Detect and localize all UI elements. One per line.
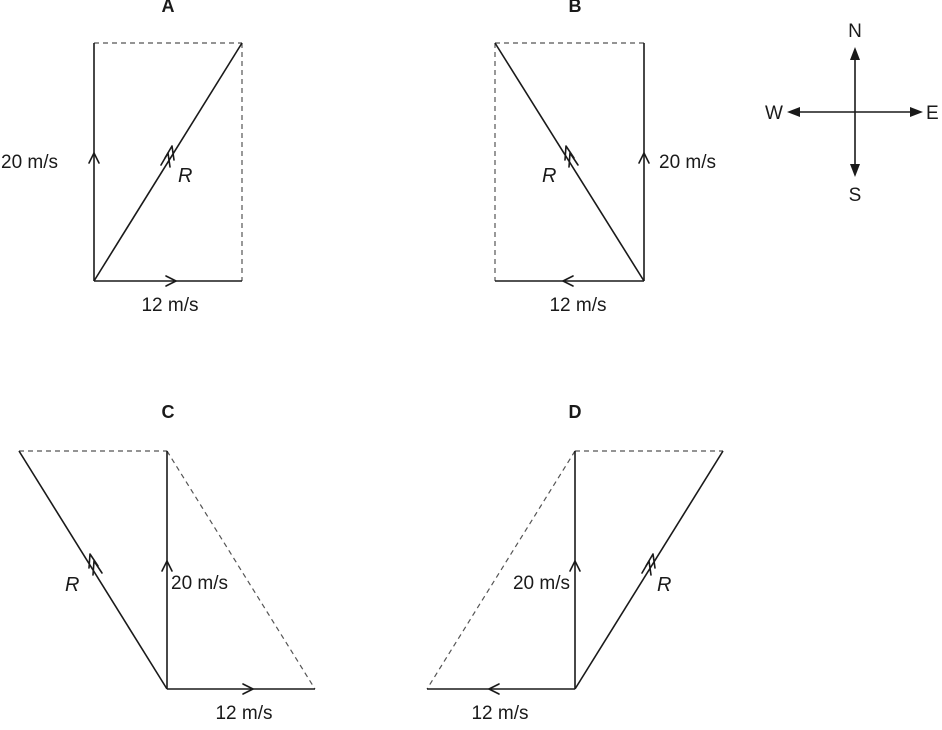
east-arrow-icon (910, 107, 923, 117)
south-arrow-icon (850, 164, 860, 177)
panel-a-resultant-label: R (178, 165, 192, 187)
panel-c-resultant-label: R (65, 574, 79, 596)
compass: N S E W (765, 21, 939, 206)
panel-b-horizontal-speed: 12 m/s (549, 295, 606, 316)
compass-east-label: E (926, 103, 939, 124)
panel-d-dashed-diagonal (426, 450, 576, 690)
panel-b-west-arrowhead (562, 275, 574, 287)
panel-c-north-arrowhead (161, 560, 173, 572)
panel-d-west-arrowhead (488, 683, 500, 695)
panel-b-label: B (569, 0, 582, 16)
panel-b: B 20 m/s 12 m/s R (494, 0, 716, 316)
panel-b-resultant-label: R (542, 165, 556, 187)
panel-d-label: D (569, 402, 582, 422)
compass-west-label: W (765, 103, 783, 124)
panel-c-dashed-diagonal (166, 450, 316, 690)
panel-c-label: C (162, 402, 175, 422)
compass-north-label: N (848, 21, 862, 42)
panel-a: A 20 m/s 12 m/s R (1, 0, 243, 316)
panel-d: D 20 m/s 12 m/s R (426, 402, 724, 724)
panel-d-north-arrowhead (569, 560, 581, 572)
panel-b-north-arrowhead (638, 152, 650, 164)
panel-c-resultant-arrowhead-2 (88, 553, 99, 569)
panel-d-resultant-vector (574, 450, 724, 690)
panel-a-label: A (162, 0, 175, 16)
panel-c-horizontal-speed: 12 m/s (215, 703, 272, 724)
compass-south-label: S (849, 185, 862, 206)
panel-b-resultant-arrowhead-2 (564, 145, 575, 161)
panel-a-north-arrowhead (88, 152, 100, 164)
west-arrow-icon (787, 107, 800, 117)
panel-d-resultant-label: R (657, 574, 671, 596)
panel-c: C 20 m/s 12 m/s R (18, 402, 316, 724)
panel-b-resultant-arrowhead-1 (568, 152, 579, 168)
panel-b-vertical-speed: 20 m/s (659, 152, 716, 173)
panel-d-horizontal-speed: 12 m/s (471, 703, 528, 724)
panel-a-east-arrowhead (165, 275, 177, 287)
panel-c-vertical-speed: 20 m/s (171, 573, 228, 594)
panel-a-vertical-speed: 20 m/s (1, 152, 58, 173)
north-arrow-icon (850, 47, 860, 60)
panel-a-resultant-vector (93, 42, 243, 282)
panel-d-resultant-arrowhead-2 (645, 553, 656, 569)
panel-a-resultant-arrowhead-2 (164, 145, 175, 161)
panel-c-east-arrowhead (242, 683, 254, 695)
panel-d-vertical-speed: 20 m/s (513, 573, 570, 594)
panel-a-horizontal-speed: 12 m/s (141, 295, 198, 316)
